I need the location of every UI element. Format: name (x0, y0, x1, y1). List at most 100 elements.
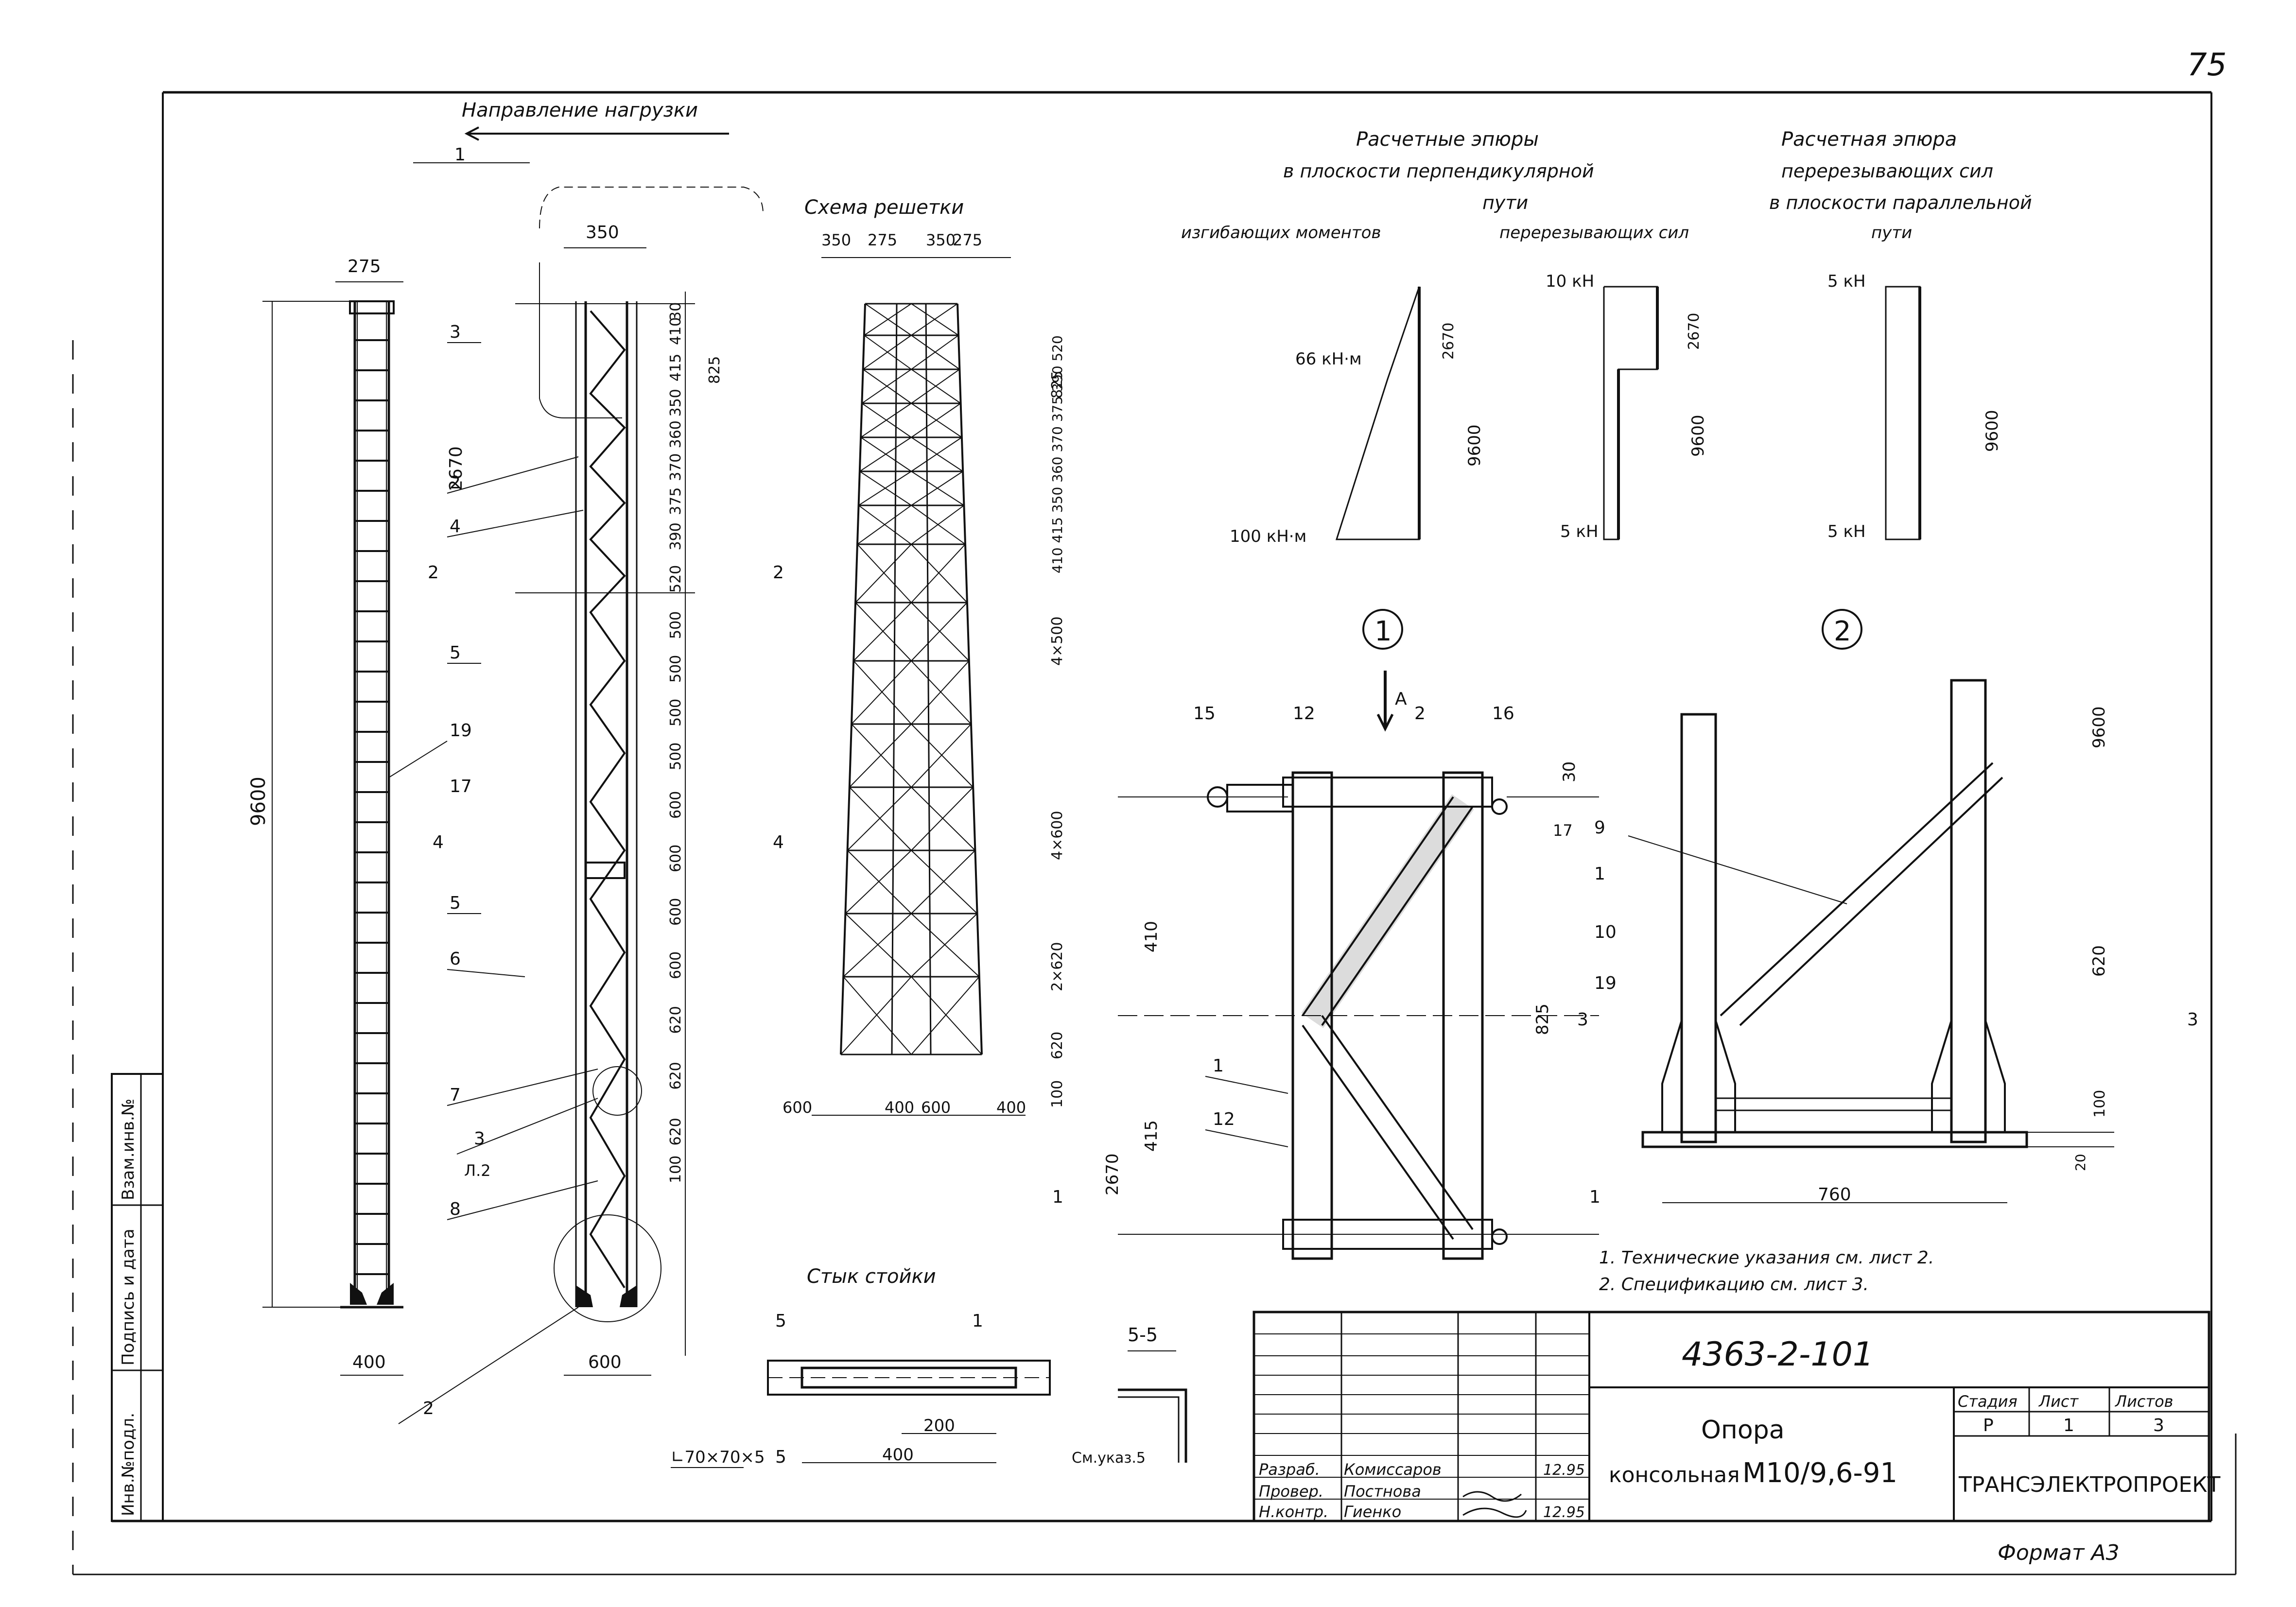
node-2-label: 2 (1834, 616, 1851, 647)
stage-header: Стадия (1958, 1392, 2018, 1411)
stamp-signature-date: Подпись и дата (119, 1228, 138, 1365)
marker-callout: 7 (447, 1069, 598, 1106)
marker-callout: 6 (447, 949, 525, 977)
name-3: Гиенко (1344, 1503, 1401, 1521)
schema-title: Схема решетки (804, 196, 964, 219)
svg-text:16: 16 (1492, 704, 1514, 724)
dim-400-left: 400 (352, 1352, 386, 1372)
segment-dim: 390 (667, 522, 684, 550)
see-note: См.указ.5 (1072, 1450, 1146, 1467)
svg-text:Л.2: Л.2 (464, 1161, 491, 1180)
marker-callout: 2 (447, 456, 579, 494)
marker-callout: 2 (1414, 704, 1426, 724)
q-top: 10 кН (1546, 272, 1594, 291)
marker-callout: 4 (773, 832, 784, 852)
segment-dim: 30 (667, 302, 684, 321)
column-joint: Стык стойки 200 400 5 5 ∟70×70×5 См.указ… (671, 1265, 1187, 1468)
p-bottom: 5 кН (1827, 522, 1866, 541)
svg-text:6: 6 (450, 949, 461, 969)
marker-callout: 12 (1293, 704, 1315, 724)
svg-text:2: 2 (428, 563, 439, 583)
marker-callout: 2 (428, 563, 439, 583)
segment-dim: 375 (667, 487, 684, 515)
segment-dim-825: 825 (706, 356, 723, 384)
svg-text:1: 1 (1052, 1187, 1063, 1207)
svg-text:4: 4 (433, 832, 444, 852)
segment-dim: 600 (667, 791, 684, 819)
epure-p-line3: в плоскости параллельной (1769, 192, 2032, 213)
sheets-value: 3 (2153, 1416, 2164, 1435)
m-h1: 9600 (1465, 424, 1484, 467)
epure-p-line4: пути (1871, 223, 1912, 242)
note-1: 1. Технические указания см. лист 2. (1599, 1248, 1934, 1268)
role-2: Провер. (1259, 1482, 1323, 1501)
epure-b-line2: в плоскости перпендикулярной (1283, 160, 1594, 182)
lattice-top-dim: 350 (821, 231, 851, 249)
angle-label: ∟70×70×5 (671, 1448, 765, 1467)
marker-callout: 17 (450, 777, 472, 796)
marker-callout: 15 (1193, 704, 1216, 724)
svg-text:3: 3 (474, 1129, 485, 1149)
svg-text:19: 19 (450, 721, 472, 741)
stamp-inv-number: Инв.№подл. (119, 1413, 138, 1516)
drawing-frame (72, 91, 2237, 1575)
marker-callout: 4 (433, 832, 444, 852)
dim-350-front: 350 (586, 223, 619, 242)
marker-callout: 5 (447, 893, 481, 914)
segment-dim: 620 (667, 1006, 684, 1034)
lattice-group-dim: 620 (1049, 1032, 1066, 1059)
segment-dim: 600 (667, 898, 684, 926)
epure-b-shear: перерезывающих сил (1499, 223, 1689, 242)
svg-text:1: 1 (972, 1311, 983, 1331)
n1-dim-30: 30 (1560, 761, 1579, 782)
node-1-detail: 1 А 410 2670 415 825 30 (1103, 609, 1599, 1260)
segment-dim: 620 (667, 1062, 684, 1089)
n1-dim-2670: 2670 (1103, 1153, 1122, 1195)
title-block: 4363-2-101 Опора консольная М10/9,6-91 С… (1252, 1311, 2221, 1522)
stamp-replaced-inv: Взам.инв.№ (119, 1099, 138, 1200)
lattice-top-dim: 350 (926, 231, 956, 249)
marker-A: А (1395, 689, 1407, 709)
segment-dim: 620 (667, 1118, 684, 1145)
svg-text:17: 17 (1553, 821, 1573, 840)
p-top: 5 кН (1827, 272, 1866, 291)
sheets-header: Листов (2115, 1392, 2174, 1411)
joint-dim-200: 200 (923, 1416, 955, 1435)
m-bottom: 100 кН·м (1230, 527, 1306, 546)
marker-callout: 1 (1589, 1187, 1600, 1207)
m-top: 66 кН·м (1295, 349, 1362, 369)
segment-dim: 500 (667, 611, 684, 639)
q-h1: 9600 (1688, 415, 1708, 457)
lattice-bottom-dim: 600 (783, 1098, 812, 1117)
n1-dim-825: 825 (1533, 1003, 1552, 1035)
svg-text:12: 12 (1213, 1109, 1235, 1129)
page-number: 75 (2187, 47, 2226, 83)
role-1: Разраб. (1259, 1460, 1320, 1479)
dim-2670-front: 2670 (446, 446, 466, 491)
marker-5-bottom: 5 (775, 1447, 786, 1467)
n2-dim-760: 760 (1818, 1185, 1851, 1205)
segment-dim: 410 (667, 317, 684, 345)
svg-text:5: 5 (450, 893, 461, 913)
n1-dim-415: 415 (1142, 1120, 1161, 1152)
load-direction: Направление нагрузки (462, 99, 729, 141)
svg-text:1: 1 (1594, 864, 1605, 884)
m-h2: 2670 (1440, 323, 1457, 360)
svg-text:1: 1 (1213, 1056, 1224, 1076)
svg-text:19: 19 (1594, 973, 1617, 993)
doc-code: 4363-2-101 (1682, 1335, 1874, 1374)
svg-text:1: 1 (1589, 1187, 1600, 1207)
marker-callout: 8 (447, 1180, 598, 1220)
dim-600-front: 600 (588, 1352, 622, 1372)
segment-dim: 500 (667, 743, 684, 770)
n1-dim-410: 410 (1142, 921, 1161, 952)
stage-value: Р (1983, 1416, 1994, 1435)
epure-b-moments: изгибающих моментов (1181, 223, 1381, 242)
q-bottom: 5 кН (1560, 522, 1599, 541)
segment-dim: 600 (667, 951, 684, 979)
marker-callout: 2 (398, 1307, 579, 1424)
marker-callout: 3Л.2 (456, 1098, 598, 1180)
q-h2: 2670 (1686, 313, 1703, 350)
format-label: Формат А3 (1998, 1540, 2120, 1565)
